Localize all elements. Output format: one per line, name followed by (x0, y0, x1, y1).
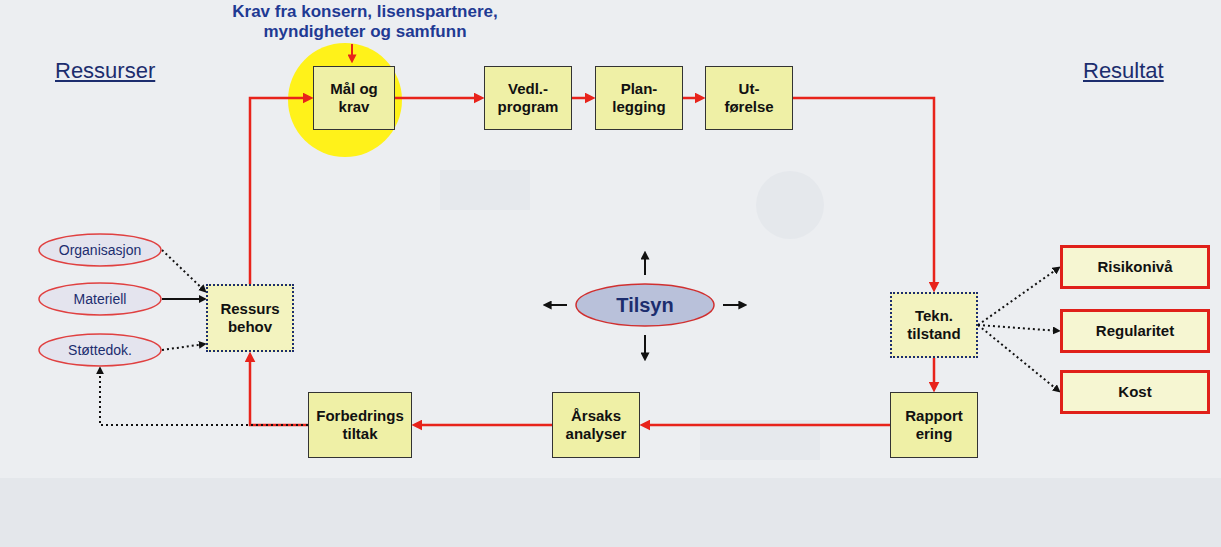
flow-arrow (162, 344, 202, 350)
column-heading: Resultat (1083, 58, 1213, 84)
process-box: Plan- legging (595, 66, 683, 130)
photo-ground (0, 478, 1221, 547)
node-label: Rapport ering (898, 407, 970, 443)
node-label: Ut- førelse (713, 80, 785, 116)
node-label: Støttedok. (68, 342, 132, 359)
process-box: Mål og krav (313, 66, 395, 130)
flow-arrow (646, 424, 890, 427)
node-label: Kost (1118, 383, 1151, 401)
flow-arrow (933, 358, 936, 386)
process-box: Ut- førelse (705, 66, 793, 130)
result-box: Kost (1060, 370, 1210, 414)
node-label: Vedl.- program (492, 80, 564, 116)
node-label: Tekn. tilstand (898, 307, 970, 343)
flow-arrow (978, 325, 1057, 389)
column-heading: Ressurser (55, 58, 185, 84)
ellipse-outline (39, 334, 161, 366)
process-box: Vedl.- program (484, 66, 572, 130)
flow-arrow (395, 97, 478, 100)
node-label: Årsaks analyser (560, 407, 632, 443)
node-label: Risikonivå (1097, 258, 1172, 276)
dotted-box: Tekn. tilstand (890, 292, 978, 358)
flow-arrow (250, 358, 308, 425)
flow-arrow (100, 371, 308, 425)
photo-ground (756, 171, 824, 239)
flow-arrow (978, 325, 1056, 331)
process-box: Rapport ering (890, 392, 978, 458)
flow-arrow (162, 298, 202, 300)
process-box: Forbedrings tiltak (308, 392, 412, 458)
leader-arrow (351, 44, 353, 58)
highlight-circle (288, 43, 402, 157)
process-box: Årsaks analyser (552, 392, 640, 458)
flow-arrow (793, 98, 934, 286)
node-label: Forbedrings tiltak (314, 407, 406, 443)
ellipse-outline (39, 283, 161, 315)
flow-arrow (978, 269, 1057, 325)
result-box: Regularitet (1060, 309, 1210, 353)
supervision-ellipse: Tilsyn (575, 283, 715, 327)
node-label: Ressurs behov (214, 300, 286, 336)
node-label: Plan- legging (603, 80, 675, 116)
node-label: Materiell (74, 291, 127, 308)
ellipse-outline (576, 284, 714, 326)
ellipse-outline (39, 234, 161, 266)
flow-arrow (418, 424, 552, 427)
node-label: Tilsyn (616, 293, 673, 317)
dotted-box: Ressurs behov (206, 284, 294, 352)
node-label: Regularitet (1096, 322, 1174, 340)
photo-ground (440, 170, 530, 210)
resource-ellipse: Organisasjon (38, 233, 162, 267)
flow-arrow (250, 98, 307, 284)
result-box: Risikonivå (1060, 245, 1210, 289)
flow-arrow (572, 97, 589, 100)
resource-ellipse: Materiell (38, 282, 162, 316)
flow-arrow (162, 250, 203, 289)
flow-arrow (683, 97, 699, 100)
callout-text: Krav fra konsern, lisenspartnere, myndig… (215, 2, 515, 42)
resource-ellipse: Støttedok. (38, 333, 162, 367)
node-label: Organisasjon (59, 242, 142, 259)
node-label: Mål og krav (323, 80, 385, 116)
supervision-arrows (548, 256, 742, 356)
